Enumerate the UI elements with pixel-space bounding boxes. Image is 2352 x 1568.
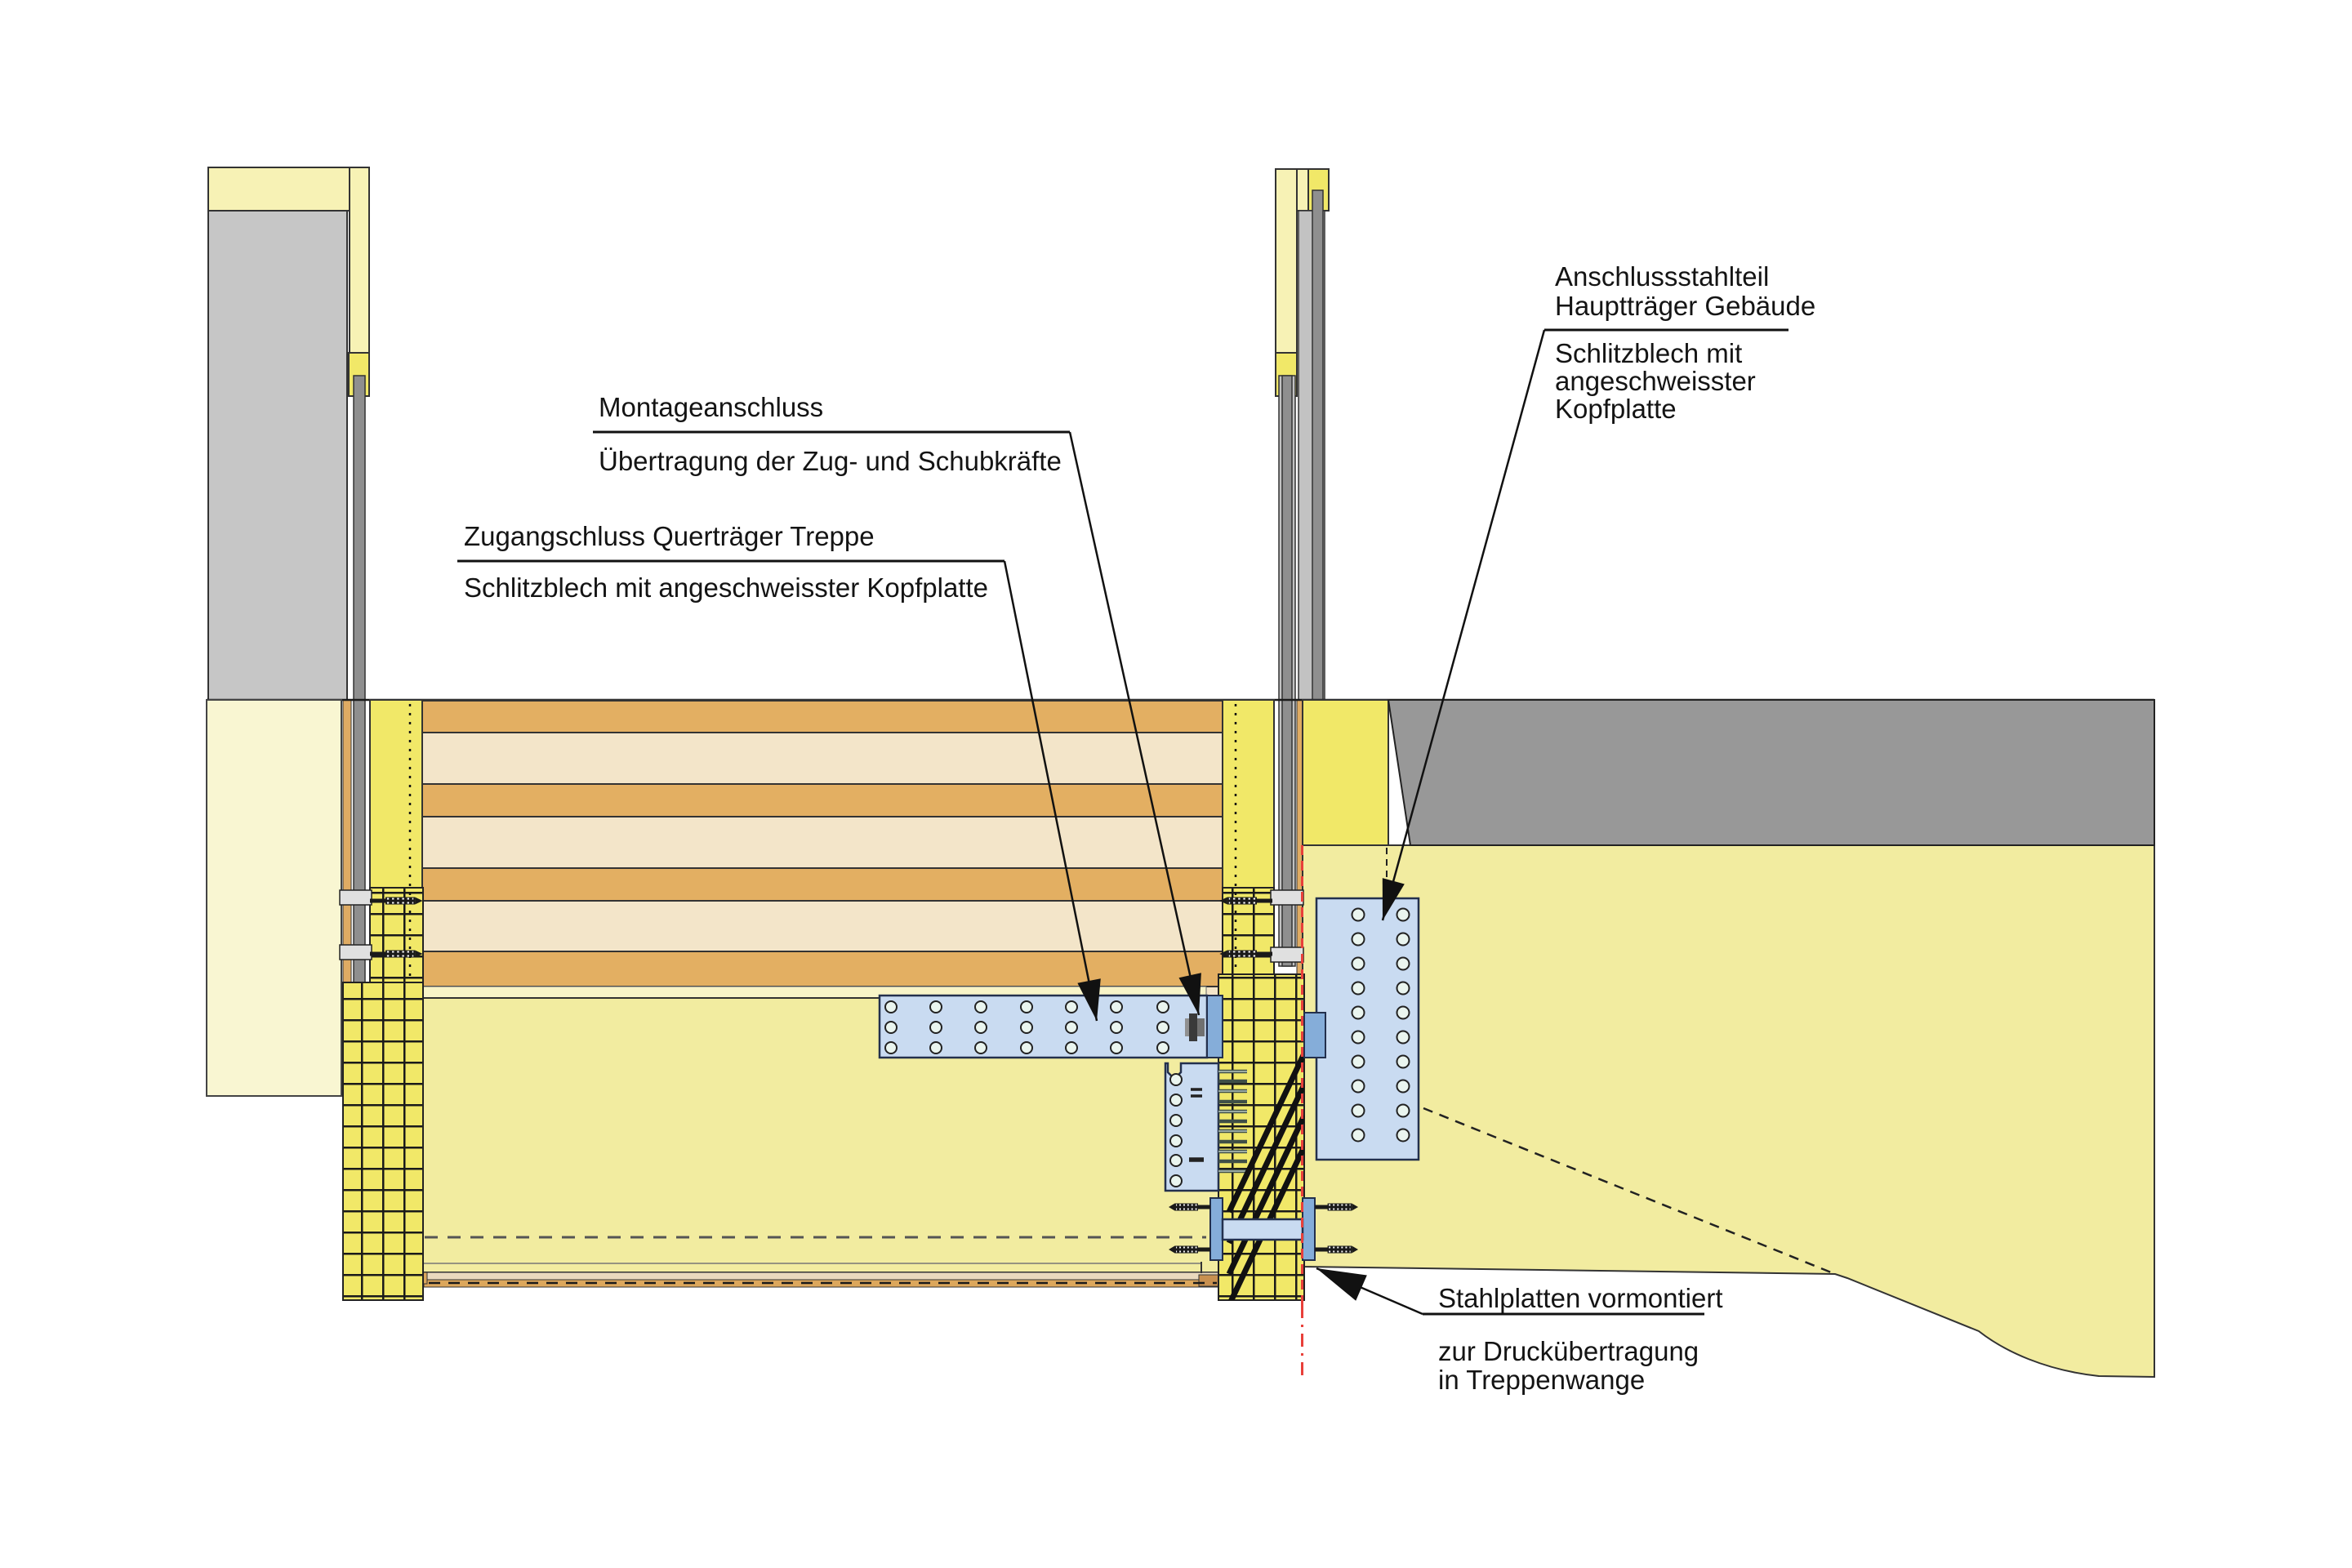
hanger-bar-dark (1312, 189, 1324, 701)
bolt-nut (1197, 1018, 1205, 1036)
wall-top-plate (207, 167, 350, 212)
stair-tread (421, 783, 1223, 817)
stair-cross-beam (412, 951, 1236, 987)
label-schlitzblech-2: angeschweisster (1555, 366, 1756, 396)
washer (1270, 889, 1304, 906)
label-anschlussstahlteil-1: Anschlussstahlteil (1555, 261, 1770, 292)
timber-batten (342, 699, 352, 983)
stair-tread (421, 700, 1223, 733)
main-girder-timber (1302, 844, 2155, 1379)
label-montageanschluss-sub: Übertragung der Zug- und Schubkräfte (599, 446, 1062, 476)
floor-layer-beige (423, 1272, 1220, 1281)
left-wall-assembly (207, 167, 370, 983)
leader-zugang (1003, 560, 1098, 1022)
label-schlitzblech-1: Schlitzblech mit (1555, 338, 1743, 368)
clt-hatched-stringers (342, 887, 1305, 1301)
label-stahlplatten-sub2: in Treppenwange (1438, 1365, 1646, 1395)
label-stahlplatten: Stahlplatten vormontiert (1438, 1283, 1723, 1313)
stahlplatte-right (1302, 1197, 1316, 1261)
hanger-strip (1275, 168, 1298, 354)
left-panel (206, 699, 342, 1097)
washer (1270, 947, 1304, 963)
building-side (1302, 699, 2155, 1379)
hidden-line-girder (1423, 1107, 1836, 1276)
label-zugangschluss-sub: Schlitzblech mit angeschweisster Kopfpla… (464, 572, 988, 603)
leader-anschluss (1381, 329, 1546, 921)
concrete-slab (1387, 699, 2155, 846)
label-anschlussstahlteil-2: Hauptträger Gebäude (1555, 291, 1816, 321)
leader-lines (457, 328, 1788, 1316)
hanger-strip-small (1296, 168, 1309, 212)
stair-body (421, 699, 1223, 999)
inclined-screws (1226, 1052, 1304, 1300)
leader-montage (1068, 431, 1200, 1016)
plate-holes (884, 1000, 1169, 1054)
washer (339, 944, 372, 960)
timber-block (1302, 699, 1389, 846)
end-plate-block (1206, 995, 1223, 1058)
label-schlitzblech-3: Kopfplatte (1555, 394, 1677, 424)
stair-run-section (369, 699, 1275, 999)
anschluss-plate-holes (1351, 907, 1410, 1143)
screw-shanks (1218, 1069, 1247, 1174)
kopfplatte-holes (1169, 1073, 1183, 1187)
bolt (1189, 1013, 1197, 1041)
clt-hatch-treppenwange (1218, 973, 1305, 1301)
bolt-head (1185, 1018, 1189, 1036)
clt-hatch (342, 982, 424, 1301)
arrowhead-icon (1316, 1268, 1367, 1301)
arrowhead-icon (1382, 878, 1405, 920)
stair-tread (421, 867, 1223, 902)
arrowhead-icon (1178, 973, 1201, 1015)
hanger-rod-inner (1281, 375, 1293, 967)
stringer-strip-right (1222, 699, 1275, 889)
arrowhead-icon (1077, 978, 1101, 1021)
spacer-block (1303, 1012, 1326, 1058)
label-stahlplatten-sub1: zur Druckübertragung (1438, 1336, 1699, 1366)
floor-end-block-right (1198, 1274, 1220, 1287)
construction-lines (408, 704, 1836, 1276)
druckplatte-bar (1221, 1218, 1304, 1241)
wall-core (207, 210, 348, 701)
stringer-strip-left (369, 699, 423, 889)
label-montageanschluss: Montageanschluss (599, 392, 824, 422)
label-zugangschluss: Zugangschluss Querträger Treppe (464, 521, 875, 551)
stahlplatte-left (1209, 1197, 1223, 1261)
steel-connection-parts (878, 897, 1420, 1300)
washer (339, 889, 372, 906)
wall-side-strip (349, 167, 370, 354)
